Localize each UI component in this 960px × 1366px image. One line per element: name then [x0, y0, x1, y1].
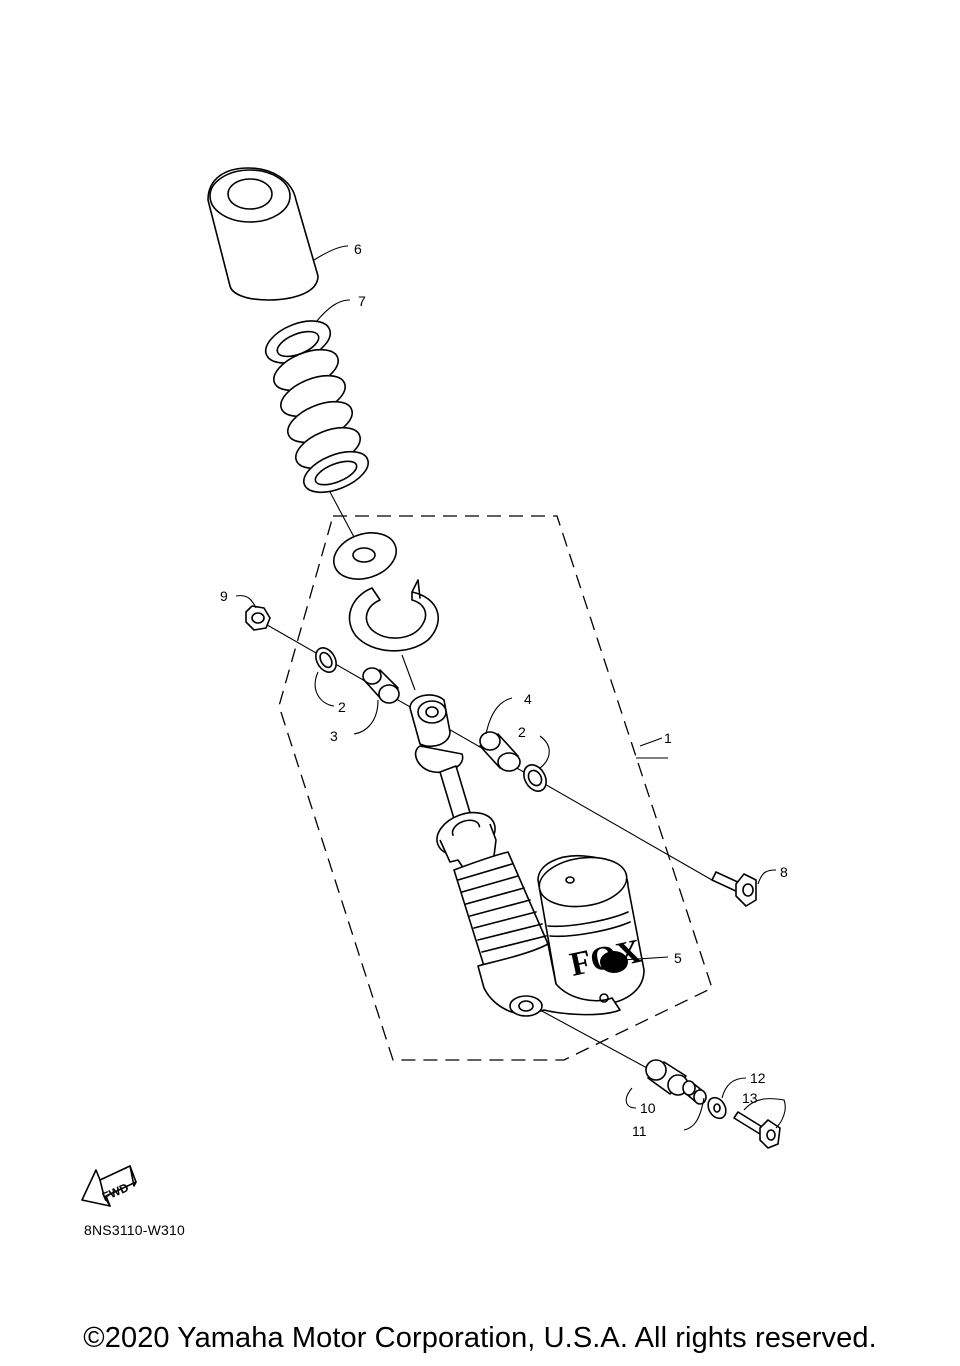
part-10-collar — [645, 1059, 689, 1096]
part-code: 8NS3110-W310 — [84, 1222, 185, 1238]
exploded-parts-diagram: FOX — [81, 167, 788, 1207]
part-13-bolt — [733, 1111, 781, 1149]
callout-5: 5 — [674, 950, 682, 966]
callout-12: 12 — [750, 1070, 766, 1086]
callout-1: 1 — [664, 730, 672, 746]
callout-7: 7 — [358, 293, 366, 309]
callout-4: 4 — [524, 691, 532, 707]
shock-body — [436, 811, 549, 967]
part-12-washer — [707, 1096, 727, 1120]
split-retainer — [348, 579, 439, 652]
part-3-collar — [362, 667, 400, 704]
callout-8: 8 — [780, 864, 788, 880]
part-2-washer-right — [523, 764, 547, 792]
center-axis-line-2 — [401, 654, 416, 691]
callout-2-left: 2 — [338, 699, 346, 715]
leader-lines — [235, 245, 786, 1131]
part-4-collar — [479, 731, 521, 772]
callout-10: 10 — [640, 1100, 656, 1116]
part-11-bushing — [682, 1080, 707, 1105]
callout-6: 6 — [354, 241, 362, 257]
upper-mount-eye — [409, 694, 464, 774]
part-6-cover — [207, 167, 319, 301]
lower-clevis — [477, 943, 621, 1017]
spring-seat — [333, 532, 397, 580]
lower-axis-line — [539, 1009, 661, 1076]
fwd-arrow-icon: FWD — [81, 1165, 137, 1207]
callout-3: 3 — [330, 728, 338, 744]
callout-11: 11 — [632, 1123, 647, 1139]
copyright-notice: ©2020 Yamaha Motor Corporation, U.S.A. A… — [83, 1322, 877, 1354]
part-5-reservoir: FOX — [537, 854, 645, 1005]
assembly-boundary — [278, 515, 713, 1061]
part-7-spring — [264, 320, 369, 494]
callout-9: 9 — [220, 588, 228, 604]
part-2-washer-left — [315, 647, 337, 673]
callout-13: 13 — [742, 1090, 758, 1106]
callout-2-right: 2 — [518, 724, 526, 740]
part-8-bolt — [711, 871, 757, 907]
part-9-nut — [245, 605, 271, 631]
